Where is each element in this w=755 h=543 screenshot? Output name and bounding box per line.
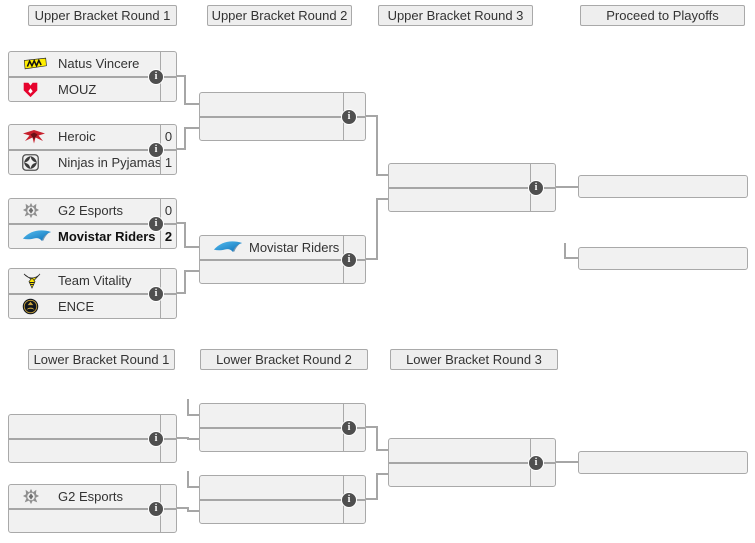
team-row: Ninjas in Pyjamas 1 bbox=[9, 148, 176, 174]
team-row: Heroic 0 bbox=[9, 125, 176, 149]
header-lower-bracket-round-2: Lower Bracket Round 2 bbox=[200, 349, 368, 370]
match-info-icon[interactable]: i bbox=[148, 431, 164, 447]
team-row: G2 Esports bbox=[9, 485, 176, 508]
score-cell bbox=[530, 463, 555, 486]
match-info-icon[interactable]: i bbox=[528, 455, 544, 471]
team-row-empty bbox=[9, 437, 176, 462]
playoff-slot-2 bbox=[578, 247, 748, 270]
movistar-riders-logo-icon bbox=[9, 228, 58, 244]
team-name[interactable]: Movistar Riders bbox=[249, 239, 340, 255]
team-row-empty bbox=[200, 426, 365, 451]
score-cell bbox=[343, 93, 365, 116]
score-cell bbox=[530, 439, 555, 462]
score-cell bbox=[343, 236, 365, 259]
team-name[interactable]: MOUZ bbox=[58, 81, 97, 97]
movistar-riders-logo-icon bbox=[200, 239, 249, 255]
heroic-logo-icon bbox=[9, 129, 58, 144]
ninjas-in-pyjamas-logo-icon bbox=[9, 153, 58, 171]
team-row-empty bbox=[389, 186, 555, 211]
score-cell bbox=[343, 404, 365, 427]
score-cell bbox=[160, 52, 176, 76]
team-name[interactable]: Ninjas in Pyjamas bbox=[58, 154, 160, 170]
header-lower-bracket-round-1: Lower Bracket Round 1 bbox=[28, 349, 175, 370]
team-row: Team Vitality bbox=[9, 269, 176, 293]
score-cell bbox=[343, 117, 365, 140]
g2-esports-logo-icon bbox=[9, 202, 58, 219]
playoff-slot-1 bbox=[578, 175, 748, 198]
header-upper-bracket-round-3: Upper Bracket Round 3 bbox=[378, 5, 533, 26]
match-info-icon[interactable]: i bbox=[148, 501, 164, 517]
team-row-empty bbox=[200, 498, 365, 523]
mouz-logo-icon bbox=[9, 81, 58, 98]
score-cell: 0 bbox=[160, 125, 176, 149]
team-row-empty bbox=[200, 115, 365, 140]
team-row: Movistar Riders 2 bbox=[9, 222, 176, 248]
match-info-icon[interactable]: i bbox=[341, 252, 357, 268]
score-cell bbox=[530, 164, 555, 187]
score-cell bbox=[160, 77, 176, 101]
team-row-empty bbox=[389, 439, 555, 462]
score-cell bbox=[343, 476, 365, 499]
score-cell: 2 bbox=[160, 224, 176, 248]
team-row-empty bbox=[389, 461, 555, 486]
match-info-icon[interactable]: i bbox=[341, 109, 357, 125]
match-info-icon[interactable]: i bbox=[341, 420, 357, 436]
header-proceed-to-playoffs: Proceed to Playoffs bbox=[580, 5, 745, 26]
team-name[interactable]: Natus Vincere bbox=[58, 56, 140, 72]
team-row: G2 Esports 0 bbox=[9, 199, 176, 223]
team-row-empty bbox=[9, 507, 176, 532]
score-cell bbox=[160, 415, 176, 438]
team-row-empty bbox=[200, 93, 365, 116]
match-lb-r2-m2 bbox=[199, 475, 366, 524]
header-lower-bracket-round-3: Lower Bracket Round 3 bbox=[390, 349, 558, 370]
team-name[interactable]: Movistar Riders bbox=[58, 228, 156, 244]
score-cell bbox=[343, 428, 365, 451]
score-cell bbox=[160, 485, 176, 508]
match-info-icon[interactable]: i bbox=[341, 492, 357, 508]
score-cell bbox=[160, 509, 176, 532]
team-name[interactable]: G2 Esports bbox=[58, 488, 124, 504]
g2-esports-logo-icon bbox=[9, 488, 58, 505]
match-lb-r2-m1 bbox=[199, 403, 366, 452]
team-row-empty bbox=[9, 415, 176, 438]
team-row-empty bbox=[200, 476, 365, 499]
match-info-icon[interactable]: i bbox=[148, 142, 164, 158]
team-vitality-logo-icon bbox=[9, 273, 58, 289]
match-info-icon[interactable]: i bbox=[148, 216, 164, 232]
match-ub-r2-m2: Movistar Riders bbox=[199, 235, 366, 284]
match-lb-r1-m2: G2 Esports bbox=[8, 484, 177, 533]
score-cell bbox=[343, 260, 365, 283]
header-upper-bracket-round-2: Upper Bracket Round 2 bbox=[207, 5, 352, 26]
team-name[interactable]: ENCE bbox=[58, 298, 95, 314]
team-row: MOUZ bbox=[9, 75, 176, 101]
team-row: ENCE bbox=[9, 292, 176, 318]
score-cell bbox=[160, 294, 176, 318]
match-ub-r2-m1 bbox=[199, 92, 366, 141]
team-row-empty bbox=[389, 164, 555, 187]
team-name[interactable]: Team Vitality bbox=[58, 273, 132, 289]
score-cell bbox=[530, 188, 555, 211]
team-row: Natus Vincere bbox=[9, 52, 176, 76]
score-cell bbox=[343, 500, 365, 523]
match-info-icon[interactable]: i bbox=[148, 69, 164, 85]
team-row-empty bbox=[200, 404, 365, 427]
score-cell: 1 bbox=[160, 150, 176, 174]
match-info-icon[interactable]: i bbox=[148, 286, 164, 302]
team-name[interactable]: G2 Esports bbox=[58, 203, 124, 219]
team-row-empty bbox=[200, 258, 365, 283]
score-cell bbox=[160, 439, 176, 462]
team-row: Movistar Riders bbox=[200, 236, 365, 259]
score-cell bbox=[160, 269, 176, 293]
header-upper-bracket-round-1: Upper Bracket Round 1 bbox=[28, 5, 177, 26]
ence-logo-icon bbox=[9, 298, 58, 315]
team-name[interactable]: Heroic bbox=[58, 129, 96, 145]
natus-vincere-logo-icon bbox=[9, 56, 58, 71]
score-cell: 0 bbox=[160, 199, 176, 223]
match-info-icon[interactable]: i bbox=[528, 180, 544, 196]
lower-bracket-winner-slot bbox=[578, 451, 748, 474]
